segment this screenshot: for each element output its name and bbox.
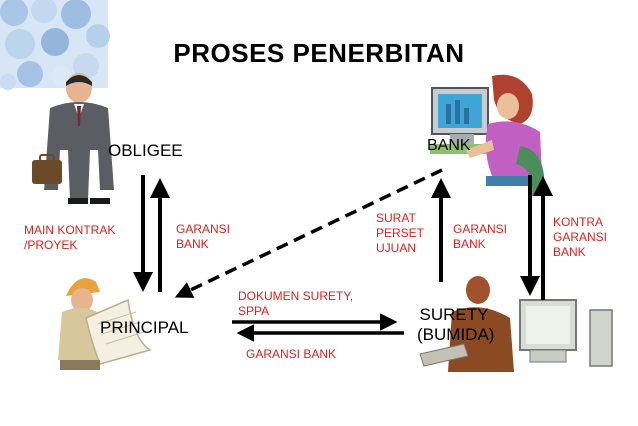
edge-label-kontra-garansi: KONTRA GARANSI BANK — [553, 215, 608, 259]
node-label-surety: SURETY (BUMIDA) — [417, 305, 495, 344]
node-label-bank: BANK — [427, 137, 471, 154]
node-label-obligee: OBLIGEE — [108, 141, 183, 160]
bank-officer-icon — [430, 74, 545, 196]
edge-label-garansi-bank-bottom: GARANSI BANK — [246, 347, 337, 361]
surety-officer-icon — [419, 276, 613, 372]
construction-worker-icon — [58, 278, 152, 370]
arrow-bank-to-principal-dashed — [174, 168, 443, 298]
businessman-icon — [32, 73, 114, 204]
edge-label-dokumen-surety: DOKUMEN SURETY, SPPA — [238, 289, 354, 318]
edge-label-garansi-bank-right: GARANSI BANK — [453, 222, 508, 251]
page-title: PROSES PENERBITAN — [173, 38, 465, 68]
node-label-principal: PRINCIPAL — [100, 318, 189, 337]
corner-texture-image — [0, 0, 110, 90]
edge-label-surat-persetujuan: SURAT PERSET UJUAN — [376, 211, 425, 255]
edge-label-main-kontrak: MAIN KONTRAK /PROYEK — [24, 223, 116, 252]
edge-label-garansi-bank-left: GARANSI BANK — [176, 222, 231, 251]
